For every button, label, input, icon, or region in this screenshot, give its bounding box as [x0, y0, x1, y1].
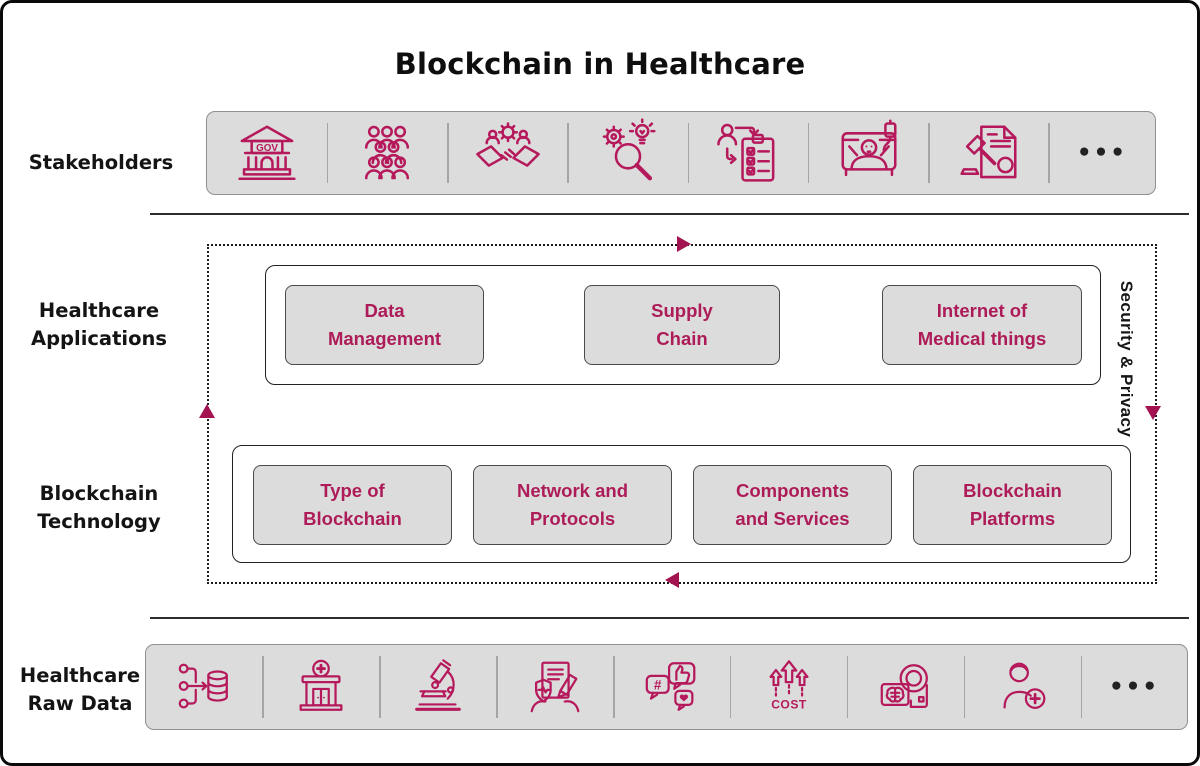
- microscope-icon: [415, 659, 462, 711]
- ellipsis-icon: •••: [1076, 140, 1128, 166]
- raw-data-label: Healthcare Raw Data: [11, 662, 149, 718]
- technology-label-line2: Technology: [37, 510, 161, 533]
- flow-arrow-left-icon: [665, 572, 679, 588]
- tech-box-network: Network and Protocols: [473, 465, 672, 545]
- svg-text:#: #: [654, 677, 662, 692]
- rawdata-lab: [380, 645, 498, 729]
- rawdata-hospital: [263, 645, 381, 729]
- applications-label: Healthcare Applications: [18, 297, 180, 353]
- app-box-data-management: Data Management: [285, 285, 484, 365]
- technology-label-line1: Blockchain: [39, 482, 159, 505]
- government-building-icon: GOV: [238, 125, 296, 180]
- app-box-supply-chain: Supply Chain: [584, 285, 780, 365]
- research-innovation-icon: [602, 118, 656, 181]
- rawdata-patient: [964, 645, 1082, 729]
- applications-label-line2: Applications: [31, 327, 167, 350]
- box-line: Blockchain: [963, 480, 1062, 501]
- stakeholders-bar: GOV: [206, 111, 1156, 195]
- technology-label: Blockchain Technology: [18, 480, 180, 536]
- patient-plus-icon: [1003, 662, 1045, 709]
- raw-data-label-line2: Raw Data: [27, 692, 133, 715]
- separator-top: [150, 213, 1189, 215]
- social-media-icon: #: [645, 662, 696, 711]
- raw-data-bar: # COST: [145, 644, 1188, 730]
- svg-text:GOV: GOV: [256, 143, 278, 154]
- rawdata-collection: [146, 645, 264, 729]
- ellipsis-icon: •••: [1108, 674, 1160, 700]
- box-line: Platforms: [969, 508, 1056, 529]
- box-line: Type of: [320, 480, 385, 501]
- stakeholder-government: GOV: [207, 112, 329, 194]
- task-assignment-icon: [717, 123, 775, 182]
- security-privacy-label: Security & Privacy: [1117, 280, 1136, 438]
- box-line: Supply: [651, 300, 713, 321]
- box-line: Blockchain: [303, 508, 402, 529]
- box-line: Chain: [656, 328, 708, 349]
- box-line: Management: [327, 328, 442, 349]
- handshake-icon: [475, 122, 540, 167]
- box-line: Network and: [516, 480, 629, 501]
- stakeholder-legal: [929, 112, 1051, 194]
- hospital-icon: [299, 659, 343, 711]
- stakeholder-assignment: [688, 112, 810, 194]
- cost-arrows-icon: COST: [769, 660, 809, 711]
- rawdata-imaging: [847, 645, 965, 729]
- rawdata-cost: COST: [730, 645, 849, 729]
- raw-data-more: •••: [1081, 645, 1187, 729]
- rawdata-social: #: [614, 645, 732, 729]
- box-line: Data: [364, 300, 405, 321]
- insurance-claim-icon: [530, 661, 580, 713]
- flow-arrow-right-icon: [677, 236, 691, 252]
- page-title: Blockchain in Healthcare: [394, 47, 806, 81]
- stakeholders-more: •••: [1049, 112, 1155, 194]
- box-line: and Services: [735, 508, 850, 529]
- data-collection-icon: [179, 663, 229, 709]
- app-box-iomt: Internet of Medical things: [882, 285, 1082, 365]
- crowd-icon: [365, 125, 410, 180]
- box-line: Medical things: [917, 328, 1047, 349]
- raw-data-label-line1: Healthcare: [19, 664, 141, 687]
- stakeholders-label: Stakeholders: [28, 151, 174, 174]
- tech-box-components: Components and Services: [693, 465, 892, 545]
- tech-box-type: Type of Blockchain: [253, 465, 452, 545]
- patient-bed-icon: [841, 119, 897, 177]
- stakeholder-public: [327, 112, 449, 194]
- flow-arrow-up-icon: [199, 404, 215, 418]
- tech-box-platforms: Blockchain Platforms: [913, 465, 1112, 545]
- svg-text:COST: COST: [771, 697, 807, 711]
- box-line: Internet of: [936, 300, 1028, 321]
- applications-label-line1: Healthcare: [38, 299, 160, 322]
- separator-bottom: [150, 617, 1189, 619]
- rawdata-insurance: [497, 645, 615, 729]
- stakeholder-partnership: [448, 112, 570, 194]
- medical-imaging-icon: [880, 664, 928, 708]
- box-line: Components: [735, 480, 850, 501]
- flow-arrow-down-icon: [1145, 406, 1161, 420]
- gavel-document-icon: [960, 125, 1017, 179]
- box-line: Protocols: [529, 508, 616, 529]
- stakeholder-research: [568, 112, 690, 194]
- stakeholder-patient: [808, 112, 930, 194]
